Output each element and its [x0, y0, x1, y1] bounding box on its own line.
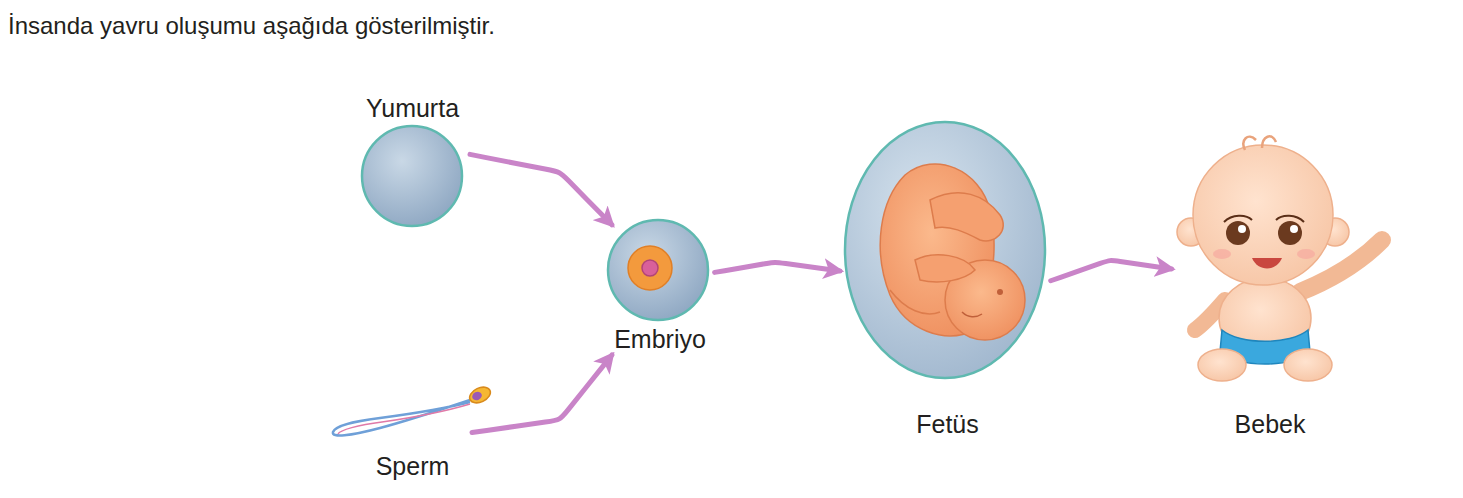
- stage-label: Bebek: [1150, 410, 1390, 439]
- growth-arrow: [715, 262, 840, 272]
- growth-arrow: [470, 154, 612, 224]
- stage-node: Sperm: [325, 380, 500, 485]
- embryo-cell: [608, 220, 708, 320]
- sperm-cell: [333, 384, 493, 435]
- fetus-figure: [845, 122, 1045, 378]
- stage-node: Embriyo: [595, 215, 725, 355]
- stage-node: Yumurta: [355, 90, 470, 230]
- stage-label: Sperm: [325, 452, 500, 481]
- egg-cell: [362, 126, 462, 226]
- stage-node: Fetüs: [840, 115, 1055, 440]
- growth-arrow: [1051, 261, 1172, 281]
- stage-label: Embriyo: [595, 325, 725, 354]
- stage-label: Yumurta: [355, 94, 470, 123]
- growth-arrow: [472, 355, 612, 433]
- baby-figure: [1177, 136, 1382, 381]
- stage-node: Bebek: [1150, 140, 1390, 440]
- title-text: İnsanda yavru oluşumu aşağıda gösterilmi…: [8, 12, 495, 40]
- stage-label: Fetüs: [840, 410, 1055, 439]
